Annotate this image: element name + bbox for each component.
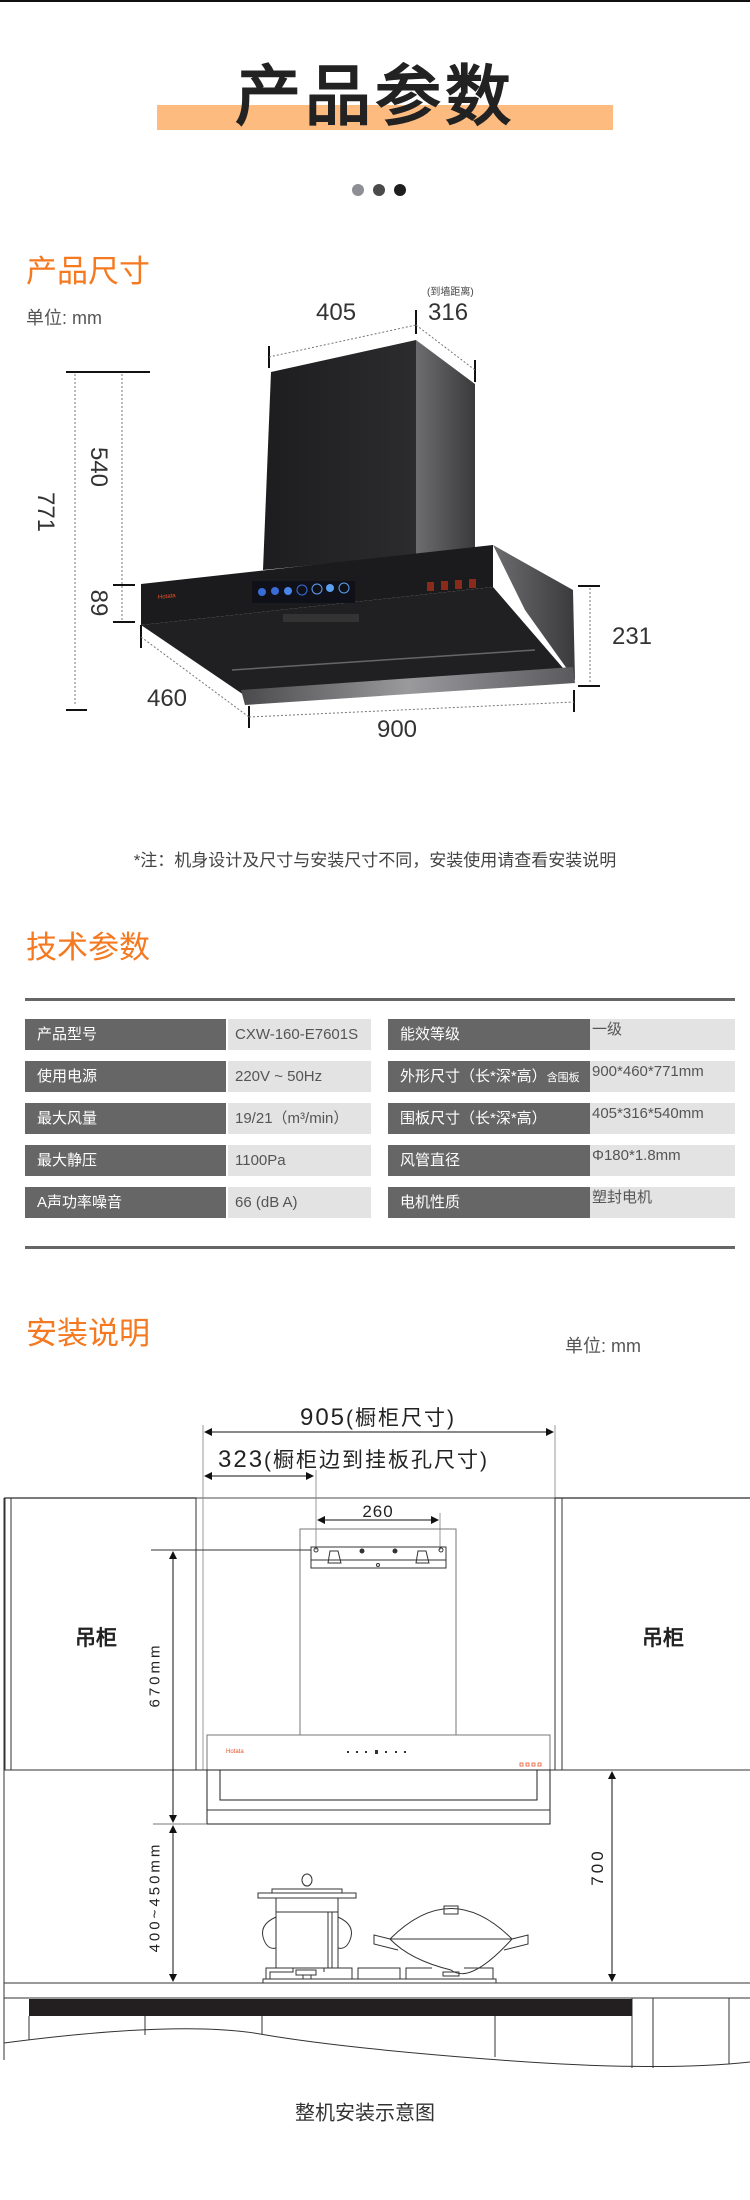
spec-value: Φ180*1.8mm	[590, 1145, 735, 1176]
decor-dot	[394, 184, 406, 196]
decor-dot	[373, 184, 385, 196]
chimney-front	[263, 340, 416, 570]
spec-value: 66 (dB A)	[228, 1187, 371, 1218]
gas-stove-illustration	[262, 1967, 497, 1984]
left-cabinet-label: 吊柜	[75, 1627, 117, 1650]
hood-body	[206, 1734, 551, 1771]
spec-value: CXW-160-E7601S	[228, 1019, 371, 1050]
spec-label-suffix: 含围板	[546, 1072, 580, 1084]
dim-edge-to-hole-note: (橱柜边到挂板孔尺寸)	[264, 1449, 490, 1472]
dim-edge-to-hole-value: 323	[218, 1446, 265, 1473]
dim-cabinet-width: 905(橱柜尺寸)	[300, 1402, 456, 1432]
install-unit: 单位: mm	[565, 1336, 641, 1356]
spec-label-text: 电机性质	[400, 1194, 461, 1211]
section-title-size: 产品尺寸	[26, 254, 150, 289]
spec-label-text: 外形尺寸（长*深*高）	[400, 1068, 547, 1085]
spec-label: 最大风量	[25, 1103, 226, 1134]
spec-value: 900*460*771mm	[590, 1061, 735, 1092]
dim-cabinet-width-value: 905	[299, 1404, 347, 1431]
dim-hole-spacing: 260	[362, 1502, 394, 1521]
spec-label: A声功率噪音	[25, 1187, 226, 1218]
spec-label: 风管直径	[388, 1145, 590, 1176]
dim-height-to-bracket: 670mm	[146, 1642, 164, 1708]
table-top-rule	[25, 998, 735, 1001]
spec-value: 19/21（m³/min）	[228, 1103, 371, 1134]
size-unit: 单位: mm	[26, 308, 102, 328]
dim-wall-distance-note: (到墙距离)	[427, 287, 474, 298]
spec-label-text: 围板尺寸（长*深*高）	[400, 1110, 547, 1127]
dim-depth: 460	[146, 685, 188, 712]
dim-cabinet-width-note: (橱柜尺寸)	[346, 1407, 457, 1430]
spec-label: 使用电源	[25, 1061, 226, 1092]
spec-label-text: 能效等级	[400, 1026, 461, 1043]
chimney-side	[416, 340, 475, 555]
dim-wall-distance: 316	[428, 299, 469, 326]
top-divider	[0, 0, 750, 2]
wok-illustration	[373, 1905, 529, 1975]
spec-label: 产品型号	[25, 1019, 226, 1050]
mounting-plate	[310, 1546, 447, 1569]
table-bottom-rule	[25, 1246, 735, 1249]
spec-label: 最大静压	[25, 1145, 226, 1176]
install-hood-brand: Hotata	[226, 1749, 244, 1755]
page-title: 产品参数	[235, 59, 515, 133]
spec-value: 1100Pa	[228, 1145, 371, 1176]
counter-black-band	[29, 1999, 632, 2016]
range-hood-drawing	[66, 310, 600, 728]
section-title-install: 安装说明	[26, 1316, 150, 1351]
spec-label: 电机性质	[388, 1187, 590, 1218]
dim-body-height: 231	[611, 623, 653, 650]
spec-value: 塑封电机	[590, 1187, 735, 1218]
spec-value: 405*316*540mm	[590, 1103, 735, 1134]
spec-label: 外形尺寸（长*深*高）含围板	[388, 1061, 590, 1092]
spec-value: 一级	[590, 1019, 735, 1050]
right-cabinet-label: 吊柜	[642, 1627, 684, 1650]
dim-cabinet-bottom-height: 700	[588, 1848, 607, 1886]
dim-height-above-stove: 400~450mm	[146, 1841, 164, 1953]
dim-chimney-width: 405	[316, 299, 357, 326]
size-note: *注：机身设计及尺寸与安装尺寸不同，安装使用请查看安装说明	[133, 851, 617, 870]
spec-label: 围板尺寸（长*深*高）	[388, 1103, 590, 1134]
dim-edge-to-hole: 323(橱柜边到挂板孔尺寸)	[218, 1444, 489, 1474]
section-title-tech: 技术参数	[26, 930, 150, 965]
spec-label-text: 风管直径	[400, 1152, 461, 1169]
install-caption: 整机安装示意图	[295, 2102, 435, 2125]
spec-label: 能效等级	[388, 1019, 590, 1050]
title-accent-bar	[157, 105, 613, 130]
dim-width: 900	[376, 716, 418, 743]
hood-glass	[141, 587, 563, 695]
spec-value: 220V ~ 50Hz	[228, 1061, 371, 1092]
decor-dot	[352, 184, 364, 196]
pot-illustration	[257, 1873, 357, 1969]
hood-side	[493, 545, 575, 680]
steel-strip	[241, 667, 575, 705]
